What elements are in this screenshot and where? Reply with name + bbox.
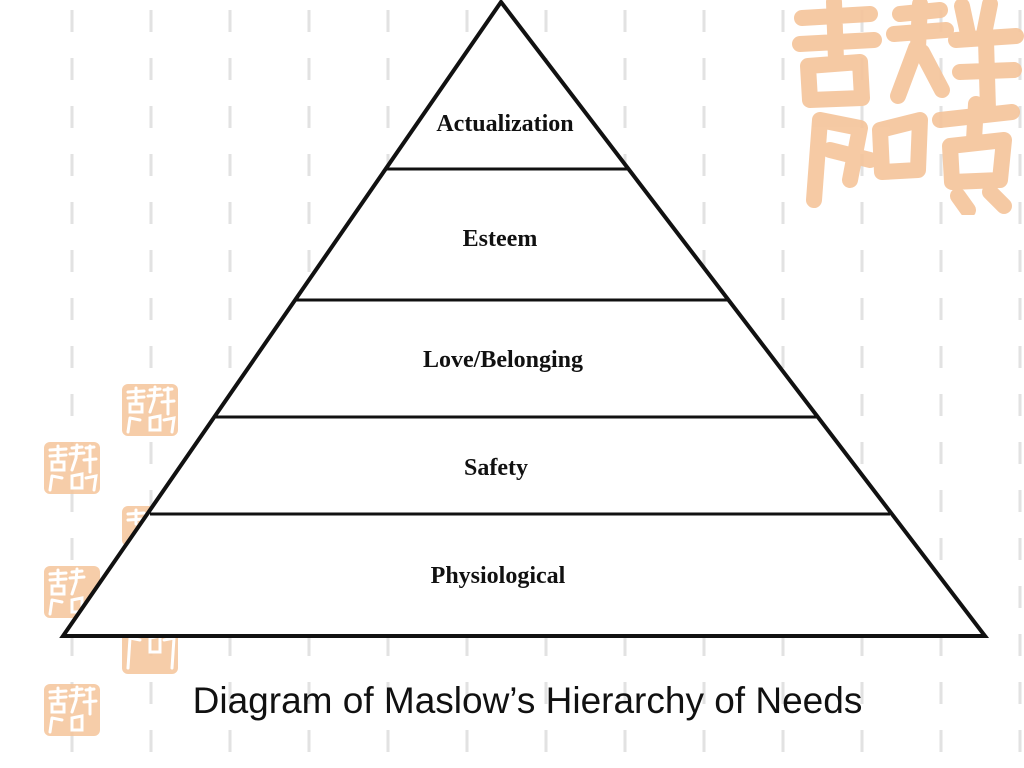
small-seal-icon bbox=[44, 684, 100, 736]
level-label-physiological: Physiological bbox=[431, 563, 566, 589]
pyramid-outline bbox=[59, 0, 990, 638]
small-seal-icon bbox=[44, 442, 100, 494]
level-label-safety: Safety bbox=[464, 455, 528, 481]
diagram-caption: Diagram of Maslow’s Hierarchy of Needs bbox=[192, 680, 863, 721]
level-label-actualization: Actualization bbox=[436, 111, 573, 137]
large-seal-watermark-icon bbox=[792, 0, 1024, 215]
small-seal-icon bbox=[122, 628, 178, 674]
level-label-esteem: Esteem bbox=[463, 226, 538, 252]
small-seal-icon bbox=[122, 384, 178, 436]
level-label-love-belonging: Love/Belonging bbox=[423, 347, 583, 373]
